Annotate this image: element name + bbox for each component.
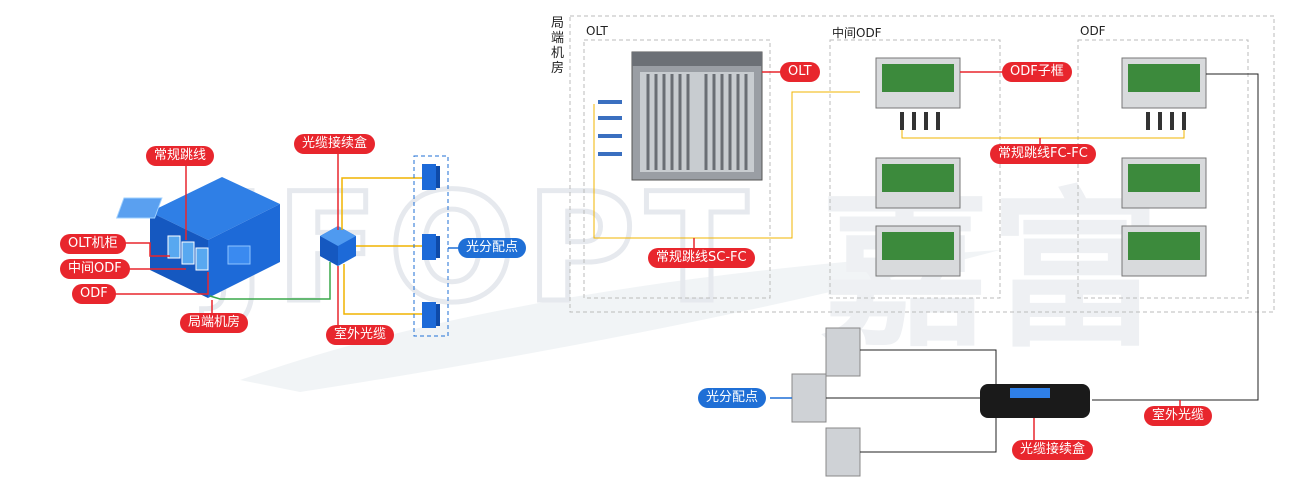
splitter-icon <box>422 164 440 328</box>
tag-splitter-point: 光分配点 <box>458 238 527 258</box>
tag-patch-sc-fc: 常规跳线SC-FC <box>648 248 755 268</box>
closure-icon <box>980 384 1090 418</box>
splice-box-icon <box>320 226 356 266</box>
section-olt-label: OLT <box>586 24 608 38</box>
tag-olt: OLT <box>780 62 820 82</box>
tag-patch-cord: 常规跳线 <box>146 146 215 166</box>
watermark-swoosh <box>240 250 1000 392</box>
section-middle-odf-label: 中间ODF <box>832 26 882 40</box>
tag-middle-odf: 中间ODF <box>60 259 130 279</box>
tag-olt-cabinet: OLT机柜 <box>60 234 126 254</box>
connector-icon <box>598 100 622 156</box>
tag-right-outdoor-cable: 室外光缆 <box>1144 406 1213 426</box>
tag-right-splice-box: 光缆接续盒 <box>1012 440 1094 460</box>
distribution-cabinet-icon <box>791 327 861 477</box>
tag-splice-box: 光缆接续盒 <box>294 134 376 154</box>
tag-outdoor-cable: 室外光缆 <box>326 325 395 345</box>
building-icon <box>115 177 280 298</box>
tag-odf: ODF <box>72 284 116 304</box>
office-vertical-label: 局端机房 <box>551 16 565 76</box>
left-diagram <box>108 150 460 337</box>
fc-connector-icon <box>900 112 1186 130</box>
section-odf-label: ODF <box>1080 24 1106 38</box>
tag-patch-fc-fc: 常规跳线FC-FC <box>990 144 1096 164</box>
tag-central-office: 局端机房 <box>180 313 249 333</box>
tag-right-splitter-point: 光分配点 <box>698 388 767 408</box>
olt-chassis-icon <box>631 51 763 181</box>
cabinet-icon <box>167 235 209 271</box>
tag-odf-subframe: ODF子框 <box>1002 62 1072 82</box>
